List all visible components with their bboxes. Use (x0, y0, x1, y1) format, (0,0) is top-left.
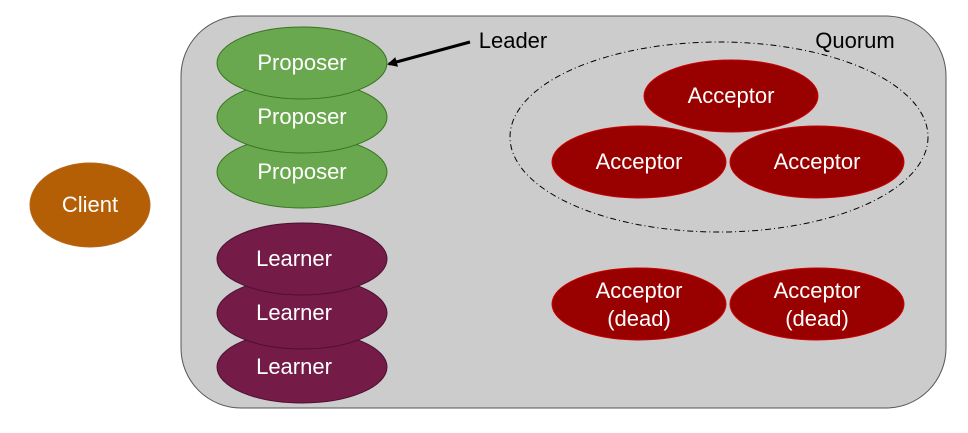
leader-arrow (387, 40, 471, 67)
acceptor-label: Acceptor (774, 149, 861, 174)
client-label: Client (62, 192, 118, 217)
leader-label: Leader (479, 28, 548, 53)
client-node: Client (29, 162, 151, 248)
dead-label: (dead) (785, 306, 849, 331)
acceptor-label: Acceptor (596, 278, 683, 303)
acceptor-node: Acceptor (551, 125, 727, 199)
acceptor-label: Acceptor (688, 83, 775, 108)
acceptor-label: Acceptor (596, 149, 683, 174)
proposer-label: Proposer (257, 159, 346, 184)
proposer-node: Proposer (216, 135, 388, 209)
acceptor-node: Acceptor (729, 125, 905, 199)
learner-label: Learner (256, 354, 332, 379)
learner-node: Learner (216, 222, 388, 296)
quorum-boundary (509, 41, 929, 233)
proposer-label: Proposer (257, 50, 346, 75)
learner-label: Learner (256, 246, 332, 271)
acceptor-node: Acceptor (643, 59, 819, 133)
leader-proposer-node: Proposer (216, 26, 388, 100)
dead-acceptor-node: Acceptor (dead) (551, 267, 727, 341)
acceptor-label: Acceptor (774, 278, 861, 303)
proposer-label: Proposer (257, 104, 346, 129)
dead-label: (dead) (607, 306, 671, 331)
quorum-label: Quorum (815, 28, 894, 53)
dead-acceptor-node: Acceptor (dead) (729, 267, 905, 341)
proposer-node: Proposer (216, 80, 388, 154)
learner-label: Learner (256, 300, 332, 325)
